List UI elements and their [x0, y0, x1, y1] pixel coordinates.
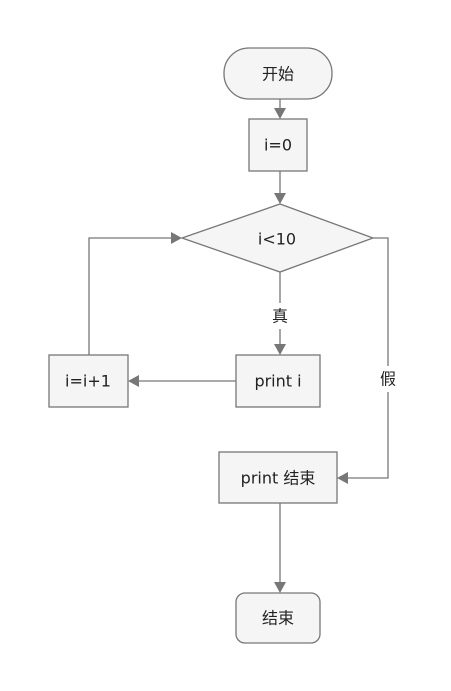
node-condition-label: i<10	[258, 230, 296, 249]
node-init[interactable]: i=0	[248, 118, 308, 172]
node-after[interactable]: print 结束	[218, 451, 338, 504]
node-end-shape	[235, 592, 321, 644]
edge-increment-to-condition	[88, 237, 171, 355]
node-increment-shape	[48, 354, 129, 408]
node-init-label: i=0	[264, 136, 292, 155]
node-start-label: 开始	[262, 65, 294, 84]
node-condition-shape	[180, 203, 375, 273]
node-body-shape	[235, 354, 321, 408]
arrowhead-condition-to-body	[274, 344, 286, 355]
arrowhead-init-to-condition	[274, 193, 286, 204]
node-after-shape	[218, 451, 338, 504]
node-end[interactable]: 结束	[235, 592, 321, 644]
node-condition[interactable]: i<10	[180, 203, 375, 273]
arrowhead-body-to-increment	[128, 375, 139, 387]
arrowhead-after-to-end	[274, 582, 286, 593]
edge-label-false: 假	[380, 370, 396, 389]
arrowhead-condition-to-after	[337, 472, 348, 484]
arrowhead-increment-to-condition	[171, 232, 182, 244]
edge-condition-to-after	[348, 237, 389, 479]
node-start[interactable]: 开始	[223, 47, 333, 100]
node-start-shape	[223, 47, 333, 100]
edge-label-true: 真	[272, 307, 288, 326]
node-body-label: print i	[254, 372, 301, 391]
arrowhead-start-to-init	[274, 108, 286, 119]
node-init-shape	[248, 118, 308, 172]
node-increment[interactable]: i=i+1	[48, 354, 129, 408]
node-body[interactable]: print i	[235, 354, 321, 408]
node-increment-label: i=i+1	[65, 372, 111, 391]
node-after-label: print 结束	[241, 469, 316, 488]
node-end-label: 结束	[262, 609, 294, 628]
false-label-bg	[374, 366, 402, 392]
true-label-bg	[266, 303, 294, 329]
